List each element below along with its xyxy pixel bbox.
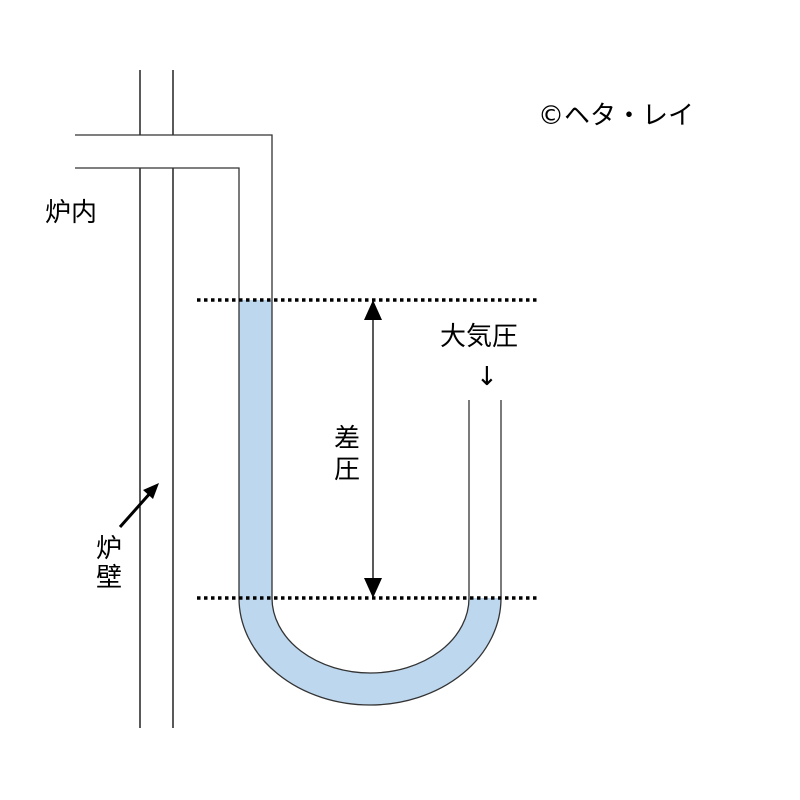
u-tube-pipe — [75, 134, 502, 706]
differential-arrow-icon — [364, 300, 382, 598]
furnace-wall — [139, 70, 174, 728]
furnace-wall-label-1: 炉 — [96, 534, 123, 564]
copyright-label: ©ヘタ・レイ — [538, 101, 695, 131]
differential-pressure-label-2: 圧 — [334, 455, 361, 485]
atmospheric-pressure-label: 大気圧 — [440, 322, 519, 352]
wall-pointer-arrow-icon — [118, 483, 159, 528]
manometer-fluid — [239, 300, 501, 705]
furnace-inside-label: 炉内 — [45, 198, 98, 228]
furnace-wall-label-2: 壁 — [96, 563, 123, 593]
differential-pressure-label-1: 差 — [334, 424, 361, 454]
down-arrow-icon: ↓ — [476, 362, 498, 392]
